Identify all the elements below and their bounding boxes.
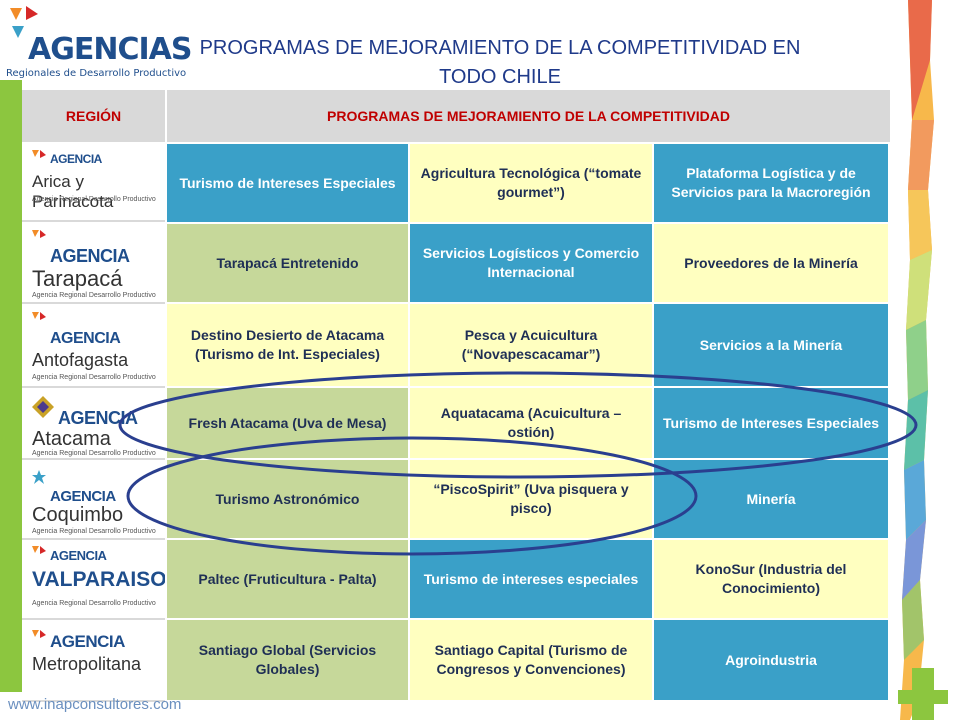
program-cell: Fresh Atacama (Uva de Mesa) bbox=[167, 388, 410, 460]
agency-word: AGENCIA bbox=[50, 488, 116, 505]
program-cell: Servicios a la Minería bbox=[654, 304, 890, 388]
region-tagline: Agencia Regional Desarrollo Productivo bbox=[32, 196, 156, 203]
region-tagline: Agencia Regional Desarrollo Productivo bbox=[32, 450, 156, 457]
region-name: Tarapacá bbox=[32, 266, 123, 291]
agencias-logo-subtitle: Regionales de Desarrollo Productivo bbox=[6, 68, 187, 79]
header-programs: PROGRAMAS DE MEJORAMIENTO DE LA COMPETIT… bbox=[167, 90, 890, 142]
region-logo-arica: AGENCIA Arica y Parinacota Agencia Regio… bbox=[22, 144, 165, 222]
region-name: Atacama bbox=[32, 428, 111, 450]
program-cell: Destino Desierto de Atacama (Turismo de … bbox=[167, 304, 410, 388]
highlight-ellipse-coquimbo bbox=[126, 436, 698, 556]
agencias-logo: AGENCIAS Regionales de Desarrollo Produc… bbox=[4, 4, 192, 84]
page-title: PROGRAMAS DE MEJORAMIENTO DE LA COMPETIT… bbox=[199, 37, 801, 88]
program-cell: Aquatacama (Acuicultura – ostión) bbox=[410, 388, 654, 460]
region-name: Arica y Parinacota bbox=[32, 172, 114, 211]
left-decorative-bar bbox=[0, 80, 22, 692]
region-logo-antofagasta: AGENCIA Antofagasta Agencia Regional Des… bbox=[22, 304, 165, 388]
program-cell: Agroindustria bbox=[654, 620, 890, 702]
agency-word: AGENCIA bbox=[50, 330, 121, 347]
program-cell: KonoSur (Industria del Conocimiento) bbox=[654, 540, 890, 620]
agency-word: AGENCIA bbox=[50, 152, 102, 166]
region-tagline: Agencia Regional Desarrollo Productivo bbox=[32, 292, 156, 299]
region-tagline: Agencia Regional Desarrollo Productivo bbox=[32, 528, 156, 535]
agency-flag-icon bbox=[32, 230, 46, 238]
agency-word: AGENCIA bbox=[58, 408, 138, 428]
program-cell: Santiago Global (Servicios Globales) bbox=[167, 620, 410, 702]
region-logo-tarapaca: AGENCIA Tarapacá Agencia Regional Desarr… bbox=[22, 224, 165, 304]
program-cell: Plataforma Logística y de Servicios para… bbox=[654, 144, 890, 224]
agencias-flag-icon bbox=[10, 6, 38, 38]
agency-flag-icon bbox=[32, 150, 46, 158]
highlight-ellipse-atacama bbox=[118, 371, 918, 479]
footer-url[interactable]: www.inapconsultores.com bbox=[8, 696, 182, 713]
program-cell: Agricultura Tecnológica (“tomate gourmet… bbox=[410, 144, 654, 224]
region-logo-valparaiso: AGENCIA VALPARAISO Agencia Regional Desa… bbox=[22, 540, 165, 620]
region-logo-atacama: AGENCIA Atacama Agencia Regional Desarro… bbox=[22, 388, 165, 460]
header-region: REGIÓN bbox=[22, 90, 167, 142]
agency-word: AGENCIA bbox=[50, 246, 130, 266]
agencias-logo-text: AGENCIAS bbox=[28, 32, 192, 67]
region-logo-metropolitana: AGENCIA Metropolitana bbox=[22, 620, 165, 702]
programs-table: REGIÓN PROGRAMAS DE MEJORAMIENTO DE LA C… bbox=[22, 90, 890, 702]
program-cell: Tarapacá Entretenido bbox=[167, 224, 410, 304]
region-logo-coquimbo: AGENCIA Coquimbo Agencia Regional Desarr… bbox=[22, 460, 165, 540]
region-tagline: Agencia Regional Desarrollo Productivo bbox=[32, 374, 156, 381]
program-cell: Turismo de Intereses Especiales bbox=[167, 144, 410, 224]
region-name: Coquimbo bbox=[32, 504, 124, 526]
program-cell: Turismo de intereses especiales bbox=[410, 540, 654, 620]
region-name: Metropolitana bbox=[32, 654, 142, 674]
program-cell: Turismo de Intereses Especiales bbox=[654, 388, 890, 460]
agency-flag-icon bbox=[32, 470, 46, 484]
program-cell: “PiscoSpirit” (Uva pisquera y pisco) bbox=[410, 460, 654, 540]
agency-word: AGENCIA bbox=[50, 548, 107, 563]
agency-flag-icon bbox=[32, 396, 54, 418]
agency-flag-icon bbox=[32, 312, 46, 320]
agency-word: AGENCIA bbox=[50, 632, 125, 651]
program-cell: Proveedores de la Minería bbox=[654, 224, 890, 304]
region-name: VALPARAISO bbox=[32, 568, 165, 591]
agency-flag-icon bbox=[32, 546, 46, 554]
program-cell: Santiago Capital (Turismo de Congresos y… bbox=[410, 620, 654, 702]
region-name: Antofagasta bbox=[32, 350, 129, 370]
program-cell: Servicios Logísticos y Comercio Internac… bbox=[410, 224, 654, 304]
region-tagline: Agencia Regional Desarrollo Productivo bbox=[32, 600, 156, 607]
chile-map-icon bbox=[898, 0, 948, 720]
agency-flag-icon bbox=[32, 630, 46, 638]
